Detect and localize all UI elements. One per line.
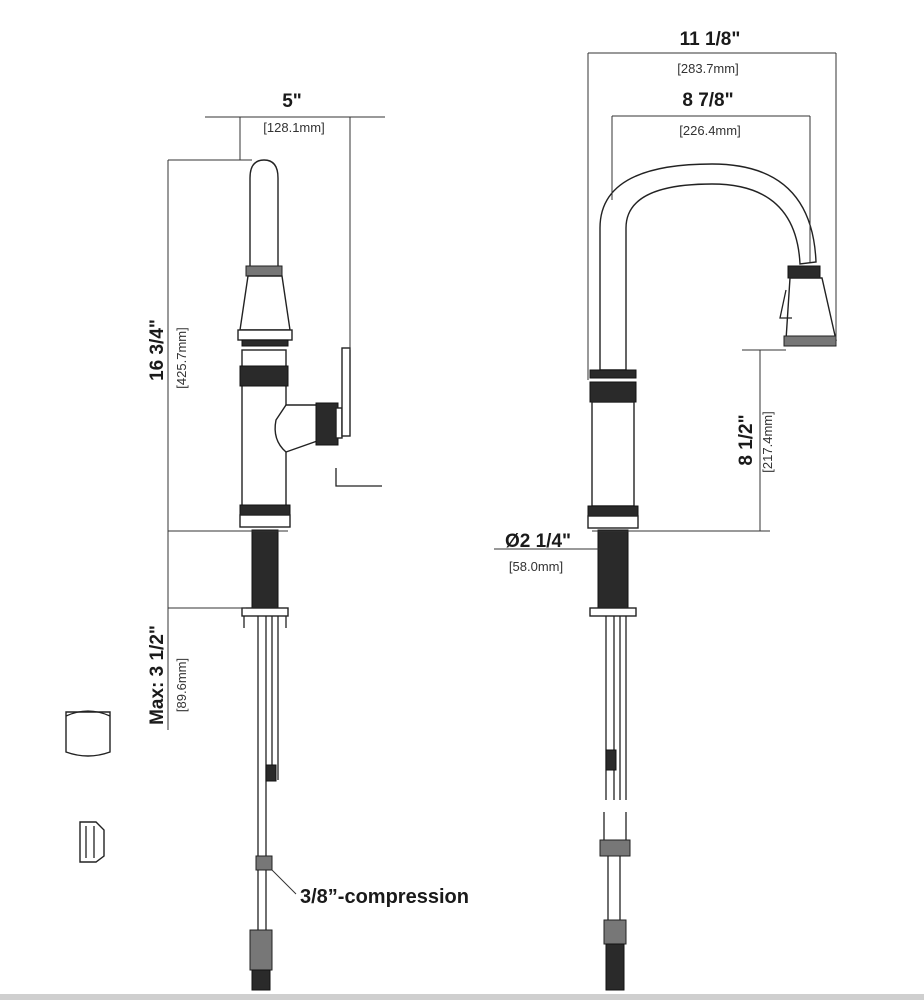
reach-outer-metric: [283.7mm] [677, 61, 738, 76]
spout-height-imperial: 8 1/2" [736, 414, 757, 465]
left-width-dimension: 5" [128.1mm] [205, 91, 385, 350]
reach-inner-imperial: 8 7/8" [682, 90, 733, 111]
width-imperial: 5" [282, 91, 302, 112]
compression-label: 3/8”-compression [300, 886, 469, 908]
base-diameter-dimension: Ø2 1/4" [58.0mm] [494, 531, 600, 574]
bottom-border [0, 994, 924, 1000]
inner-reach-dimension: 8 7/8" [226.4mm] [611, 90, 811, 262]
bracket-part-icon [79, 821, 105, 863]
spout-height-dimension: 8 1/2" [217.4mm] [592, 349, 786, 532]
reach-inner-metric: [226.4mm] [679, 123, 740, 138]
right-faucet-drawing [587, 163, 837, 991]
height-metric: [425.7mm] [174, 327, 189, 388]
reach-outer-imperial: 11 1/8" [680, 29, 741, 50]
spout-height-metric: [217.4mm] [760, 411, 775, 472]
outer-reach-dimension: 11 1/8" [283.7mm] [587, 29, 837, 380]
left-height-dimension: 16 3/4" [425.7mm] [147, 159, 288, 532]
height-imperial: 16 3/4" [147, 319, 168, 381]
compression-callout: 3/8”-compression [271, 869, 469, 908]
deck-thickness-dimension: Max: 3 1/2" [89.6mm] [147, 531, 246, 730]
deck-imperial: Max: 3 1/2" [147, 625, 168, 725]
base-diameter-imperial: Ø2 1/4" [505, 531, 571, 552]
base-diameter-metric: [58.0mm] [509, 559, 563, 574]
deck-metric: [89.6mm] [174, 658, 189, 712]
left-faucet-drawing [237, 159, 382, 991]
width-metric: [128.1mm] [263, 120, 324, 135]
aerator-part-icon [65, 710, 111, 757]
